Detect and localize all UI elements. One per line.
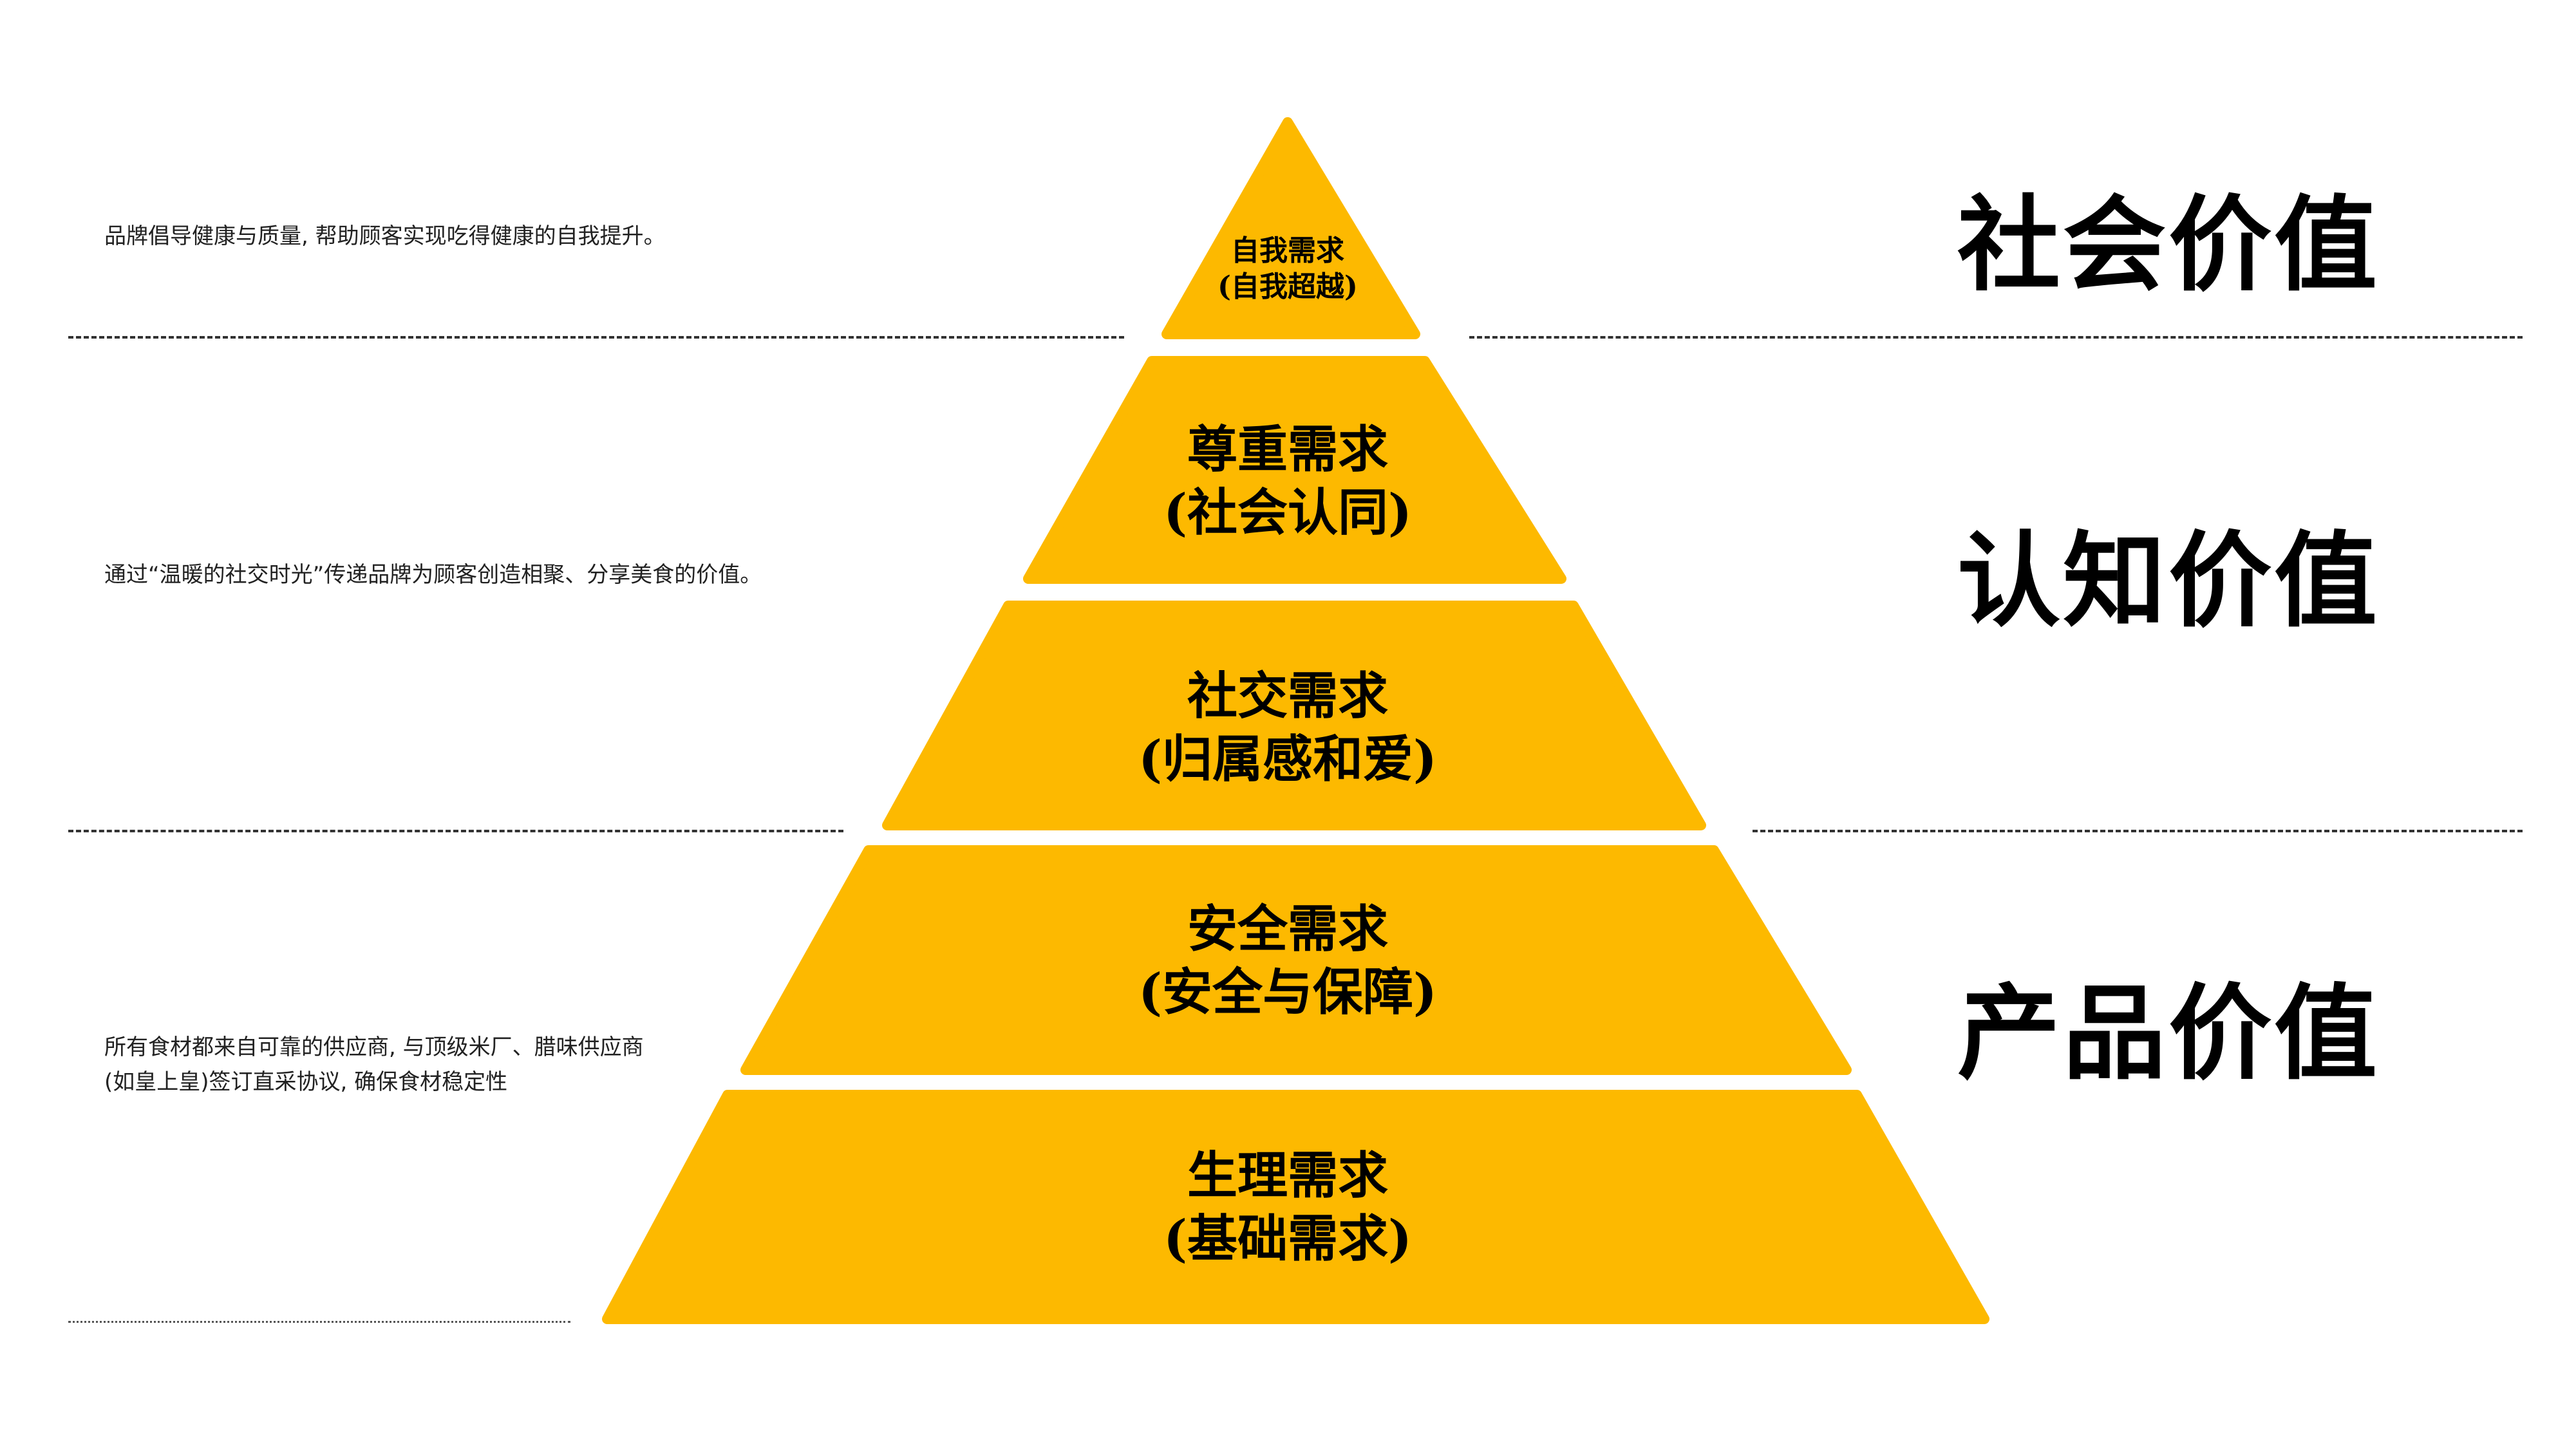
product-value-description: 所有食材都来自可靠的供应商, 与顶级米厂、腊味供应商 (如皇上皇)签订直采协议,… [104, 1030, 644, 1099]
pyramid-tier-1-shape [1161, 117, 1420, 339]
tier-3-subtitle: (归属感和爱) [1138, 730, 1437, 789]
pyramid-tier-4-shape [740, 845, 1852, 1075]
separator-top-right [1469, 336, 2523, 339]
pyramid-tier-5-label: 生理需求 (基础需求) [1163, 1145, 1412, 1271]
cognitive-value-heading: 认知价值 [1957, 520, 2380, 641]
tier-3-title: 社交需求 [1187, 667, 1388, 725]
tier-2-title: 尊重需求 [1187, 420, 1388, 479]
pyramid-tier-3-label: 社交需求 (归属感和爱) [1138, 665, 1437, 791]
product-value-heading: 产品价值 [1957, 973, 2380, 1094]
tier-2-subtitle: (社会认同) [1163, 483, 1412, 542]
tier-5-title: 生理需求 [1187, 1146, 1388, 1205]
pyramid-tier-3-shape [882, 601, 1706, 830]
product-description-line-1: 所有食材都来自可靠的供应商, 与顶级米厂、腊味供应商 [104, 1034, 644, 1060]
cognitive-value-description: 通过“温暖的社交时光”传递品牌为顾客创造相聚、分享美食的价值。 [104, 562, 762, 588]
tier-1-title: 自我需求 [1230, 234, 1344, 267]
pyramid-tier-1-label: 自我需求 (自我超越) [1217, 233, 1358, 305]
separator-middle-right [1753, 830, 2523, 832]
social-value-heading: 社会价值 [1957, 184, 2380, 305]
separator-bottom-left [68, 1321, 570, 1323]
pyramid-tier-2-label: 尊重需求 (社会认同) [1163, 418, 1412, 545]
separator-middle-left [68, 830, 843, 832]
social-value-description: 品牌倡导健康与质量, 帮助顾客实现吃得健康的自我提升。 [104, 223, 666, 249]
tier-4-subtitle: (安全与保障) [1138, 963, 1437, 1022]
tier-4-title: 安全需求 [1187, 900, 1388, 958]
pyramid-tier-4-label: 安全需求 (安全与保障) [1138, 898, 1437, 1024]
product-description-line-2: (如皇上皇)签订直采协议, 确保食材稳定性 [104, 1069, 508, 1095]
separator-top-left [68, 336, 1124, 339]
tier-1-subtitle: (自我超越) [1217, 270, 1358, 303]
tier-5-subtitle: (基础需求) [1163, 1210, 1412, 1268]
pyramid-tier-5-shape [602, 1090, 1989, 1324]
pyramid-tier-2-shape [1023, 356, 1566, 584]
